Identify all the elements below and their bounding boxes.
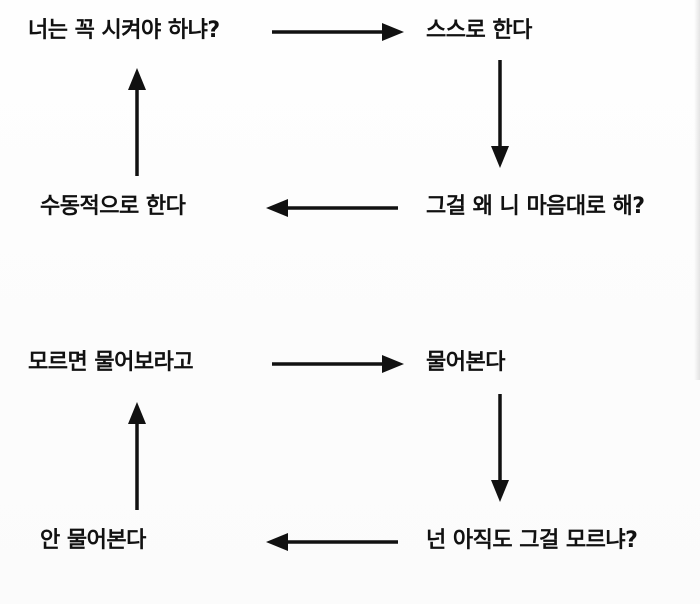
cycle1-arrow-left: [266, 199, 398, 217]
cycle2-node-bottom-right: 넌 아직도 그걸 모르냐?: [426, 528, 638, 553]
cycle2-arrow-left: [266, 533, 398, 551]
cycle1-node-bottom-right: 그걸 왜 니 마음대로 해?: [426, 194, 645, 219]
cycle2-arrow-right: [272, 355, 404, 373]
cycle1-arrow-down: [491, 60, 509, 168]
cycle2-node-top-left: 모르면 물어보라고: [28, 350, 194, 375]
cycle1-arrow-up: [128, 68, 146, 176]
cycle2-arrow-up: [128, 402, 146, 510]
cycle1-arrow-right: [272, 23, 404, 41]
cycle2-node-top-right: 물어본다: [426, 350, 505, 375]
cycle1-node-top-right: 스스로 한다: [426, 18, 532, 43]
cycle1-node-bottom-left: 수동적으로 한다: [40, 194, 186, 219]
cycle2-node-bottom-left: 안 물어본다: [40, 528, 146, 553]
cycle2-arrow-down: [491, 394, 509, 502]
cycle1-node-top-left: 너는 꼭 시켜야 하냐?: [28, 18, 220, 43]
right-edge-shadow: [694, 0, 700, 380]
